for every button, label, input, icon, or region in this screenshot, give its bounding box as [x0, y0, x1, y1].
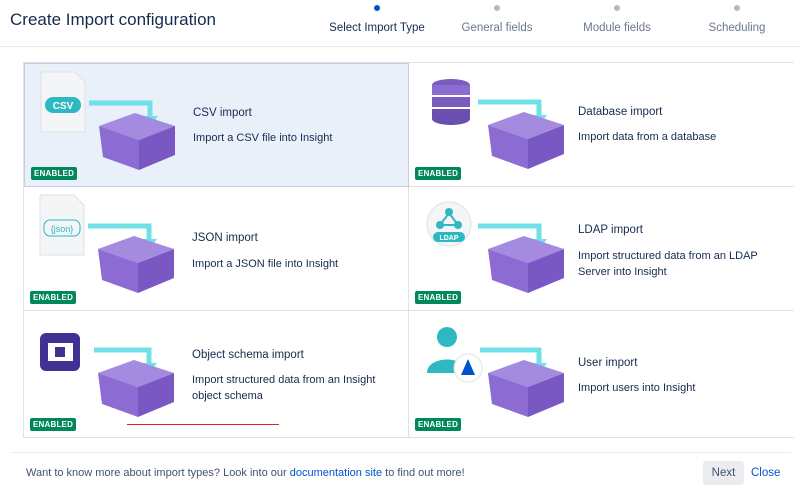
object-schema-icon — [40, 333, 174, 417]
json-file-icon: {json} — [39, 194, 174, 293]
card-database-import[interactable]: Database import Import data from a datab… — [409, 63, 794, 187]
card-object-schema-import[interactable]: Object schema import Import structured d… — [24, 311, 409, 437]
user-icon — [427, 327, 564, 417]
card-description: Import a CSV file into Insight — [193, 132, 333, 144]
footer-help-text: Want to know more about import types? Lo… — [26, 467, 465, 479]
icon-text: {json} — [51, 224, 74, 234]
card-ldap-import[interactable]: LDAP LDAP import Import structured data … — [409, 187, 794, 311]
card-description: Import structured data from an LDAP Serv… — [578, 250, 758, 278]
database-icon — [432, 79, 564, 169]
card-description: Import a JSON file into Insight — [192, 258, 339, 270]
close-button[interactable]: Close — [751, 461, 780, 485]
footer-text-before: Want to know more about import types? Lo… — [26, 467, 290, 479]
step-dot — [374, 5, 380, 11]
icon-text: LDAP — [439, 235, 458, 242]
step-dot — [614, 5, 620, 11]
card-json-import[interactable]: {json} JSON import Import a JSON file in… — [24, 187, 409, 311]
card-title: JSON import — [192, 232, 258, 244]
header-divider — [0, 46, 801, 47]
icon-text: CSV — [53, 101, 74, 112]
enabled-badge: ENABLED — [30, 418, 77, 431]
step-label: Select Import Type — [329, 22, 425, 34]
enabled-badge: ENABLED — [30, 291, 77, 304]
footer-text-after: to find out more! — [382, 467, 465, 479]
card-description: Import structured data from an Insight o… — [192, 374, 376, 402]
stepper: Select Import Type General fields Module… — [320, 0, 801, 44]
step-scheduling: Scheduling — [677, 0, 797, 34]
step-select-import-type: Select Import Type — [317, 0, 437, 34]
enabled-badge: ENABLED — [415, 167, 462, 180]
next-button[interactable]: Next — [703, 461, 744, 485]
card-description: Import data from a database — [578, 131, 717, 143]
card-user-import[interactable]: User import Import users into Insight EN… — [409, 311, 794, 437]
step-general-fields: General fields — [437, 0, 557, 34]
step-label: Scheduling — [708, 22, 766, 34]
enabled-badge: ENABLED — [31, 167, 78, 180]
card-title: Object schema import — [192, 349, 304, 361]
card-description: Import users into Insight — [578, 382, 696, 394]
enabled-badge: ENABLED — [415, 418, 462, 431]
card-title: User import — [578, 357, 638, 369]
card-title: CSV import — [193, 107, 252, 119]
csv-file-icon: CSV — [40, 71, 175, 170]
card-title: LDAP import — [578, 224, 643, 236]
step-dot — [494, 5, 500, 11]
footer-divider — [10, 452, 791, 453]
ldap-icon: LDAP — [426, 201, 564, 293]
red-underline-annotation — [127, 424, 279, 425]
step-label: General fields — [461, 22, 533, 34]
card-csv-import[interactable]: CSV CSV import Import a CSV file into In… — [24, 63, 409, 187]
card-title: Database import — [578, 106, 663, 118]
enabled-badge: ENABLED — [415, 291, 462, 304]
dialog-title: Create Import configuration — [10, 10, 216, 29]
step-dot — [734, 5, 740, 11]
import-type-grid: CSV CSV import Import a CSV file into In… — [23, 62, 794, 438]
step-label: Module fields — [583, 22, 651, 34]
documentation-site-link[interactable]: documentation site — [289, 467, 383, 479]
step-module-fields: Module fields — [557, 0, 677, 34]
